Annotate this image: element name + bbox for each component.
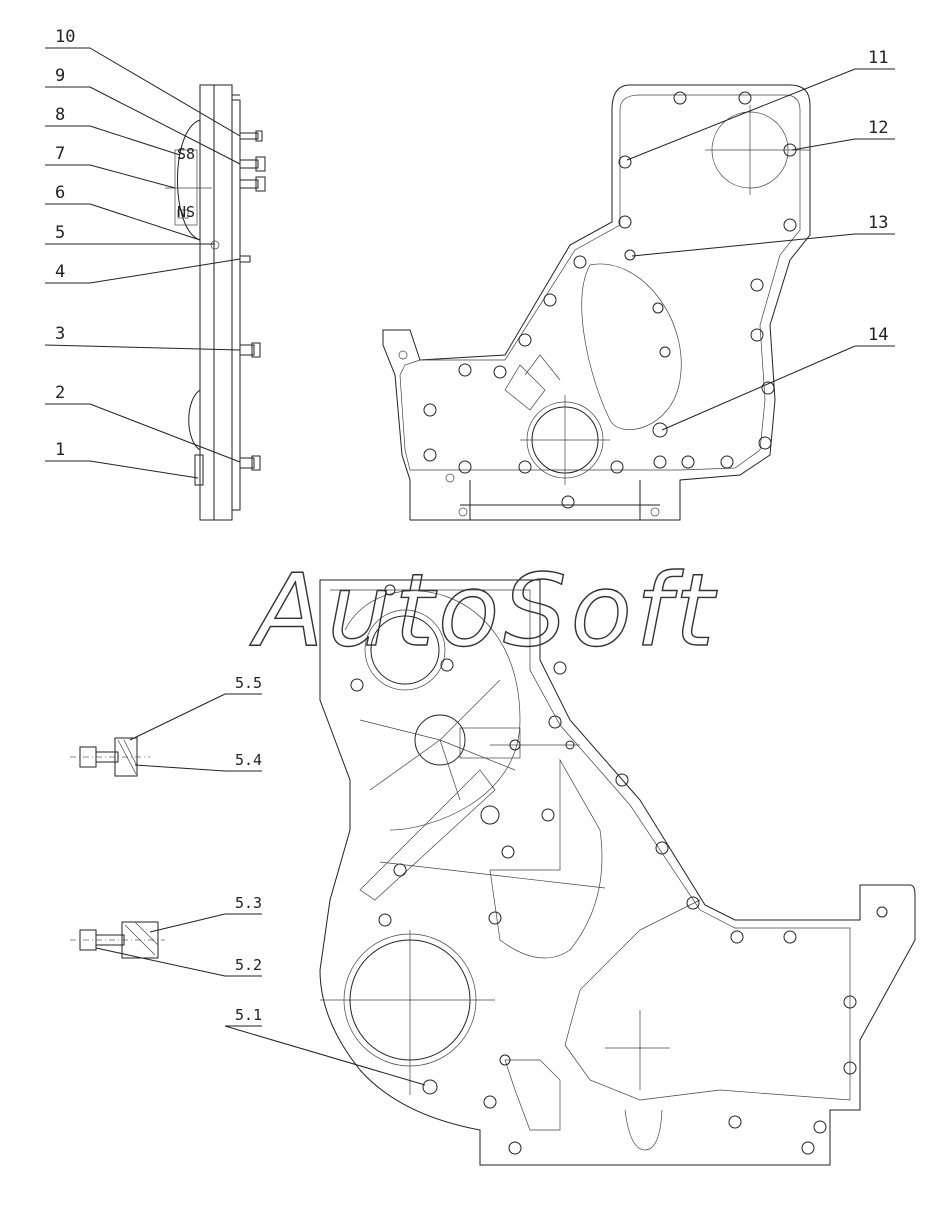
svg-text:14: 14 [868,325,888,345]
svg-text:12: 12 [868,118,888,138]
svg-text:4: 4 [55,262,65,282]
callout-4: 4 [45,258,241,284]
detail-5-5-5-4 [70,737,150,777]
callout-5: 5 [45,223,215,245]
side-bolt-9 [239,156,266,172]
callout-5-1: 5.1 [224,1006,426,1086]
callout-14: 14 [661,325,895,431]
callout-3: 3 [44,324,241,351]
rear-bolt-holes [350,584,888,1155]
front-bolt-holes [398,91,797,517]
svg-text:7: 7 [55,144,65,164]
side-callouts: 10 9 8 7 6 5 4 3 [44,27,241,479]
side-bolt-10 [239,130,263,142]
svg-text:11: 11 [868,48,888,68]
side-bolt-8 [239,176,266,192]
callout-2: 2 [45,383,241,463]
callout-5-4: 5.4 [134,751,262,772]
cover-mark-bottom: NS [177,203,195,221]
svg-text:5.5: 5.5 [235,674,262,692]
svg-text:6: 6 [55,183,65,203]
callout-6: 6 [45,183,201,241]
callout-5-3: 5.3 [149,894,262,933]
callout-11: 11 [626,48,895,161]
svg-text:1: 1 [55,440,65,460]
svg-text:9: 9 [55,66,65,86]
detail-5-3-5-2 [70,921,165,959]
callout-7: 7 [45,144,176,189]
svg-text:13: 13 [868,213,888,233]
side-bolt-2 [239,455,261,471]
front-callouts: 11 12 13 14 [626,48,895,431]
svg-text:5: 5 [55,223,65,243]
svg-text:8: 8 [55,105,65,125]
cover-mark-top: S8 [177,145,195,163]
svg-text:5.3: 5.3 [235,894,262,912]
side-view: S8 NS [165,84,266,521]
callout-13: 13 [631,213,895,257]
callout-5-5: 5.5 [129,674,262,741]
callout-9: 9 [45,66,241,165]
svg-text:10: 10 [55,27,75,47]
side-bolt-4 [239,255,251,263]
side-bolt-3 [239,342,261,358]
callout-5-2: 5.2 [95,947,262,977]
callout-10: 10 [45,27,241,137]
front-view [382,84,811,521]
svg-text:5.2: 5.2 [235,956,262,974]
rear-view [319,579,916,1166]
callout-12: 12 [791,118,895,151]
svg-text:2: 2 [55,383,65,403]
svg-text:3: 3 [55,324,65,344]
callout-1: 1 [45,440,199,479]
detail-callouts: 5.5 5.4 5.3 5.2 5.1 [95,674,426,1086]
watermark-text: AutoSoft [249,552,718,669]
callout-8: 8 [45,105,181,156]
svg-text:5.4: 5.4 [235,751,262,769]
svg-text:5.1: 5.1 [235,1006,262,1024]
